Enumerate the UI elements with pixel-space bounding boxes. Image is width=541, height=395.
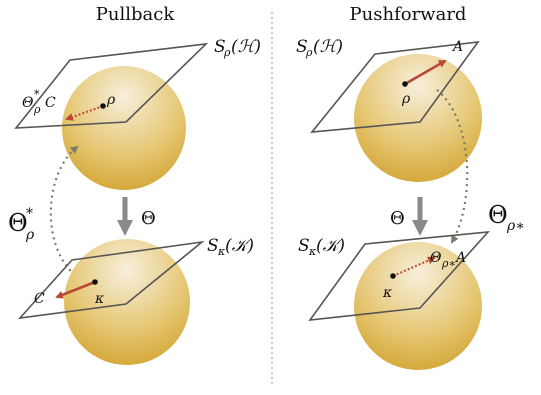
label-theta-right: Θ (390, 208, 405, 229)
label-plane-top-right: S ρ (ℋ) (296, 37, 343, 59)
svg-text:ρ: ρ (25, 227, 35, 243)
label-kappa-left: κ (94, 291, 104, 307)
svg-text:(ℋ): (ℋ) (313, 37, 343, 57)
tangent-plane-top-right (310, 40, 480, 133)
pushforward-vector-top (404, 59, 447, 86)
pullback-panel: Pullback ρ Θ * ρ C S ρ (ℋ) Θ * ρ Θ (8, 4, 261, 365)
svg-text:C: C (45, 95, 56, 111)
svg-text:ρ: ρ (223, 46, 231, 59)
svg-text:ρ∗: ρ∗ (441, 257, 456, 270)
point-rho-left (100, 103, 106, 109)
pullback-title: Pullback (96, 4, 176, 25)
label-pushforward-map: Θ ρ∗ (488, 201, 525, 234)
label-rho-right: ρ (401, 91, 411, 107)
pushforward-vector-bottom (392, 256, 436, 277)
svg-text:Θ: Θ (430, 250, 442, 266)
svg-text:S: S (214, 37, 226, 57)
svg-text:A: A (454, 250, 466, 266)
svg-text:Θ: Θ (22, 95, 34, 111)
label-pushforward-vector-bottom: Θ ρ∗ A (430, 250, 466, 270)
svg-text:S: S (298, 236, 310, 256)
svg-text:*: * (34, 88, 40, 101)
point-kappa-left (92, 279, 98, 285)
svg-text:(𝒦): (𝒦) (316, 236, 345, 256)
label-kappa-right: κ (382, 285, 392, 301)
theta-arrow-left-head (117, 220, 133, 236)
pullback-vector-bottom (55, 280, 96, 299)
svg-text:ρ: ρ (305, 46, 313, 59)
sphere-bottom-left (64, 239, 190, 365)
svg-text:*: * (26, 206, 33, 222)
label-plane-top-left: S ρ (ℋ) (214, 37, 261, 59)
label-rho-left: ρ (106, 92, 116, 108)
label-vector-c: C (34, 291, 45, 307)
tangent-plane-bottom-right (308, 231, 490, 321)
tangent-plane-top-left (14, 42, 209, 129)
label-theta-left: Θ (141, 208, 156, 229)
sphere-top-left (62, 66, 186, 190)
pushforward-title: Pushforward (350, 4, 467, 25)
label-plane-bottom-left: S κ (𝒦) (207, 236, 254, 258)
svg-text:κ: κ (308, 245, 317, 258)
svg-text:ρ: ρ (33, 103, 41, 116)
tangent-plane-bottom-left (17, 240, 205, 320)
point-rho-right (402, 81, 408, 87)
svg-text:ρ∗: ρ∗ (506, 218, 525, 234)
svg-text:(𝒦): (𝒦) (225, 236, 254, 256)
theta-arrow-right-head (412, 220, 428, 236)
svg-text:κ: κ (217, 245, 226, 258)
svg-text:S: S (207, 236, 219, 256)
label-pullback-vector-top: Θ * ρ C (22, 88, 56, 116)
label-vector-a: A (451, 39, 463, 55)
svg-text:S: S (296, 37, 308, 57)
svg-text:Θ: Θ (488, 201, 508, 229)
pullback-curve-arrow (49, 145, 79, 276)
sphere-top-right (354, 54, 482, 182)
svg-text:(ℋ): (ℋ) (231, 37, 261, 57)
label-plane-bottom-right: S κ (𝒦) (298, 236, 345, 258)
point-kappa-right (390, 273, 396, 279)
pushforward-curve-arrow (436, 89, 469, 244)
label-pullback-map: Θ * ρ (8, 206, 35, 243)
pushforward-panel: Pushforward ρ A S ρ (ℋ) Θ ρ∗ Θ κ Θ ρ∗ (296, 4, 525, 370)
svg-text:Θ: Θ (8, 209, 28, 237)
